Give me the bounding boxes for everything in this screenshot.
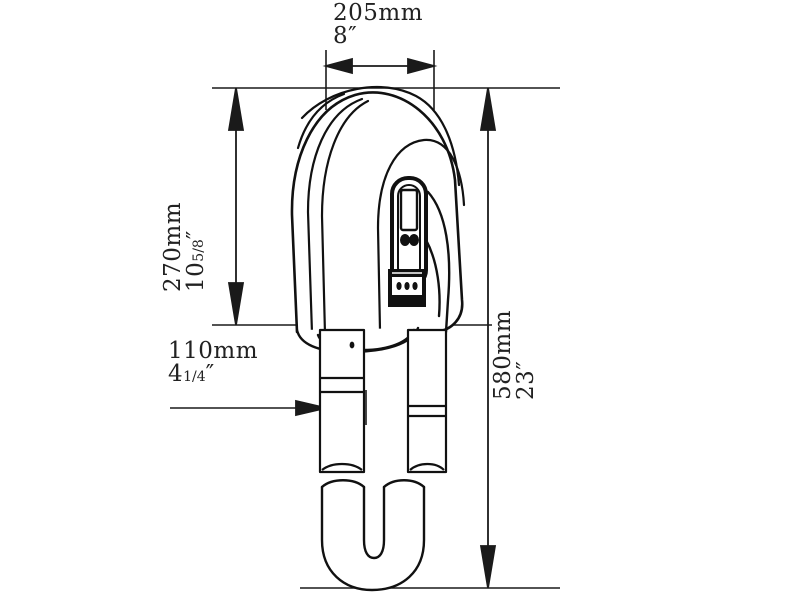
arrowhead-offset-left [295, 399, 327, 417]
dimension-value-body-height-inch: 105/8″ [183, 230, 210, 292]
control-panel-group [388, 176, 428, 307]
arrowhead-width-right [407, 57, 438, 75]
pipe-left [318, 328, 366, 474]
indicator-dot-3-icon [412, 282, 418, 290]
indicator-dot-2-icon [404, 282, 410, 290]
arrowhead-width-left [322, 57, 353, 75]
dimension-value-width-inch: 8″ [333, 23, 358, 50]
body-front-edge [306, 97, 364, 335]
body-shoulder-highlight [296, 92, 346, 150]
dimension-value-offset-mm: 110mm [168, 338, 259, 364]
dimension-value-overall-height-mm: 580mm [490, 309, 516, 400]
body-outer-shell [290, 91, 464, 336]
pipe-group [318, 328, 448, 474]
pipe-left-lip [321, 462, 363, 471]
spout-outer-curve [426, 190, 451, 334]
pipe-right [406, 328, 448, 474]
dimension-label-overall-width: 205mm 8″ [333, 0, 424, 50]
control-button-right-icon[interactable] [409, 234, 419, 246]
u-bend-inner [362, 485, 386, 560]
u-bend-trap [320, 479, 426, 592]
dimension-value-body-height-mm: 270mm [160, 201, 186, 292]
indicator-dot-1-icon [396, 282, 402, 290]
body-front-edge-2 [320, 99, 370, 336]
u-bend-lip-right [382, 479, 426, 489]
u-bend-lip-left [320, 479, 366, 489]
outlet-spout-group [424, 190, 451, 334]
dimension-value-width-mm: 205mm [333, 0, 424, 26]
arrowhead-overall-bottom [479, 545, 497, 589]
body-crown-arc [300, 85, 461, 187]
product-body-outline [290, 91, 464, 336]
product-body-contours [296, 85, 466, 336]
pipe-right-lip [409, 462, 445, 471]
control-button-left-icon[interactable] [400, 234, 410, 246]
arrowhead-body-bottom [227, 282, 245, 326]
arrowhead-overall-top [479, 87, 497, 131]
lcd-screen [399, 188, 419, 232]
dimension-label-overall-height: 580mm 23″ [490, 309, 540, 400]
dimension-label-body-height: 270mm 105/8″ [160, 201, 210, 292]
spout-inner-curve [424, 238, 441, 318]
dimension-value-overall-height-inch: 23″ [513, 360, 540, 400]
pipe-left-screw-icon [349, 341, 355, 349]
dimension-label-pipe-offset: 110mm 41/4″ [168, 338, 259, 388]
arrowhead-body-top [227, 87, 245, 131]
dimension-value-offset-inch: 41/4″ [168, 361, 215, 388]
